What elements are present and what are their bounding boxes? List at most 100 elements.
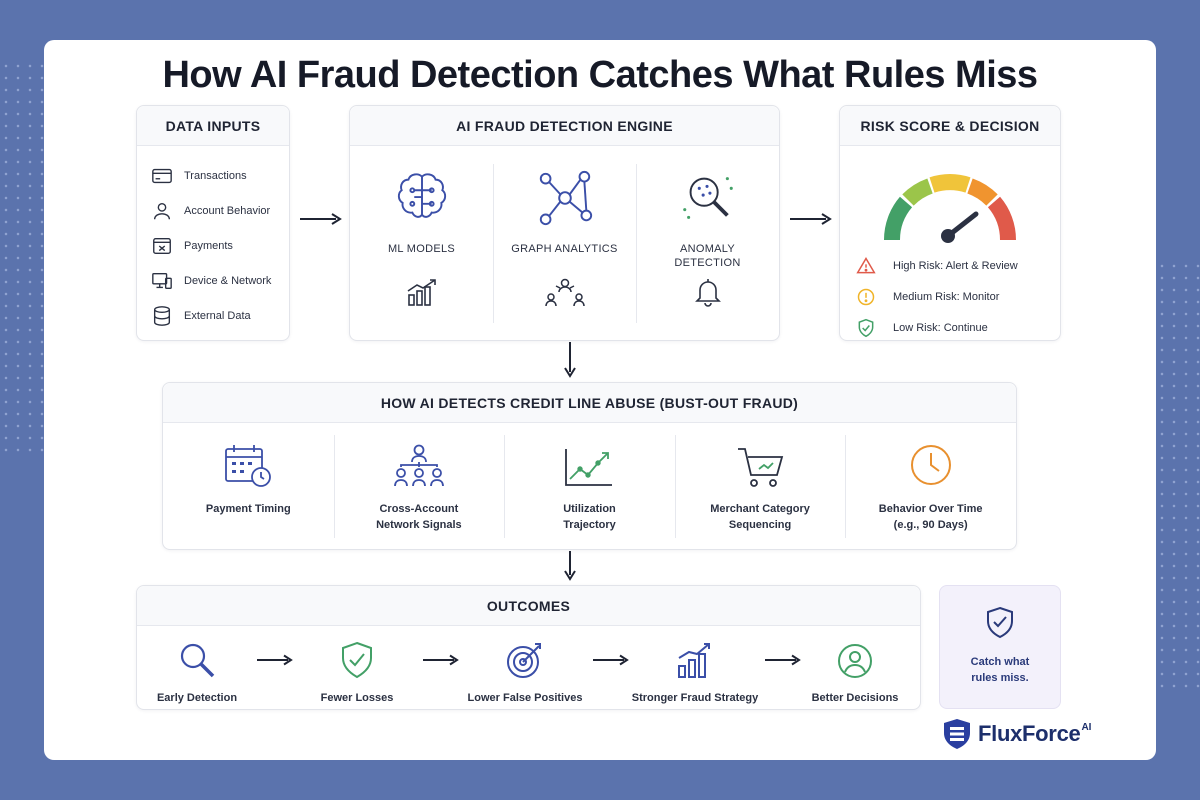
risk-gauge-icon xyxy=(883,174,1017,243)
outcome-lower-false-positives: Lower False Positives xyxy=(450,632,600,704)
signal-label: Behavior Over Time xyxy=(878,503,983,515)
user-circle-icon xyxy=(838,644,872,678)
input-label: External Data xyxy=(184,309,251,322)
data-inputs-panel: DATA INPUTS Transactions Account Behavio… xyxy=(136,105,290,341)
growth-chart-icon xyxy=(678,643,710,678)
risk-label: High Risk: Alert & Review xyxy=(893,259,1018,272)
input-item-transactions: Transactions xyxy=(151,158,289,193)
outcomes-panel: OUTCOMES Early Detection Fewer Losses Lo… xyxy=(136,585,921,710)
people-network-icon xyxy=(544,278,585,307)
signal-label: Cross-Account xyxy=(379,503,459,515)
shield-check-icon xyxy=(342,641,372,679)
dot-pattern-left xyxy=(0,60,44,460)
calendar-clock-icon xyxy=(225,445,272,487)
input-item-payments: Payments xyxy=(151,228,289,263)
outcome-label: Stronger Fraud Strategy xyxy=(631,692,759,704)
ai-engine-heading: AI FRAUD DETECTION ENGINE xyxy=(350,106,779,146)
signal-behavior-over-time: Behavior Over Time (e.g., 90 Days) xyxy=(845,423,1016,550)
device-icon xyxy=(152,272,172,289)
bar-chart-icon xyxy=(407,279,436,306)
arrow-right-icon xyxy=(790,213,832,225)
outcome-label: Lower False Positives xyxy=(467,692,583,704)
engine-label: ML MODELS xyxy=(387,243,456,255)
page-title: How AI Fraud Detection Catches What Rule… xyxy=(162,54,1038,96)
risk-item-low: Low Risk: Continue xyxy=(856,312,1060,343)
search-icon xyxy=(180,643,215,678)
exclamation-icon xyxy=(857,288,875,305)
target-icon xyxy=(507,643,541,678)
arrow-right-icon xyxy=(765,654,801,666)
risk-item-medium: Medium Risk: Monitor xyxy=(856,281,1060,312)
dot-pattern-right xyxy=(1156,260,1200,690)
input-label: Device & Network xyxy=(184,274,272,287)
outcome-early-detection: Early Detection xyxy=(127,632,267,704)
outcome-label: Better Decisions xyxy=(811,692,899,704)
risk-label: Low Risk: Continue xyxy=(893,321,988,334)
signal-label: Utilization xyxy=(563,503,616,515)
arrow-right-icon xyxy=(593,654,629,666)
org-network-icon xyxy=(393,444,444,487)
payment-icon xyxy=(153,237,171,254)
credit-card-icon xyxy=(152,168,172,183)
database-icon xyxy=(153,305,171,326)
signal-label: Payment Timing xyxy=(205,503,291,515)
catch-line1: Catch what xyxy=(970,656,1030,668)
engine-col-graph-analytics: GRAPH ANALYTICS xyxy=(493,146,636,341)
shield-check-icon xyxy=(858,318,874,337)
fluxforce-shield-icon xyxy=(944,719,970,749)
engine-col-anomaly-detection: ANOMALY DETECTION xyxy=(636,146,779,341)
input-label: Transactions xyxy=(184,169,247,182)
risk-label: Medium Risk: Monitor xyxy=(893,290,1000,303)
outcome-better-decisions: Better Decisions xyxy=(785,632,925,704)
signal-label: Merchant Category xyxy=(710,503,810,515)
input-item-external-data: External Data xyxy=(151,298,289,333)
catch-line2: rules miss. xyxy=(971,672,1029,684)
outcome-label: Early Detection xyxy=(156,692,238,704)
risk-score-panel: RISK SCORE & DECISION High Risk: Alert &… xyxy=(839,105,1061,341)
user-icon xyxy=(153,202,171,219)
cart-icon xyxy=(738,448,784,487)
shield-check-icon xyxy=(987,606,1013,639)
arrow-right-icon xyxy=(300,213,342,225)
arrow-right-icon xyxy=(257,654,293,666)
network-graph-icon xyxy=(539,170,592,226)
outcome-stronger-fraud-strategy: Stronger Fraud Strategy xyxy=(620,632,770,704)
brain-icon xyxy=(397,173,446,218)
input-item-device-network: Device & Network xyxy=(151,263,289,298)
bell-icon xyxy=(694,279,721,307)
credit-line-heading: HOW AI DETECTS CREDIT LINE ABUSE (BUST-O… xyxy=(163,383,1016,423)
trend-chart-icon xyxy=(565,449,613,486)
engine-label: ANOMALY DETECTION xyxy=(674,243,741,269)
arrow-right-icon xyxy=(423,654,459,666)
outcomes-heading: OUTCOMES xyxy=(137,586,920,626)
signal-label-line2: Trajectory xyxy=(563,519,616,531)
arrow-down-icon xyxy=(564,342,576,378)
brand-suffix: AI xyxy=(1081,721,1092,733)
data-inputs-heading: DATA INPUTS xyxy=(137,106,289,146)
signal-label-line2: Sequencing xyxy=(728,519,792,531)
engine-label: GRAPH ANALYTICS xyxy=(511,243,618,255)
signal-label-line2: (e.g., 90 Days) xyxy=(893,519,968,531)
risk-score-heading: RISK SCORE & DECISION xyxy=(840,106,1060,146)
outcome-label: Fewer Losses xyxy=(320,692,394,704)
input-item-account-behavior: Account Behavior xyxy=(151,193,289,228)
catch-what-rules-miss-callout: Catch what rules miss. xyxy=(939,585,1061,709)
input-label: Payments xyxy=(184,239,233,252)
arrow-down-icon xyxy=(564,551,576,581)
brand-name: FluxForce xyxy=(978,721,1081,746)
risk-item-high: High Risk: Alert & Review xyxy=(856,250,1060,281)
ai-engine-panel: AI FRAUD DETECTION ENGINE ML MODELS xyxy=(349,105,780,341)
input-label: Account Behavior xyxy=(184,204,271,217)
clock-icon xyxy=(910,445,951,485)
credit-line-abuse-panel: HOW AI DETECTS CREDIT LINE ABUSE (BUST-O… xyxy=(162,382,1017,550)
magnifier-icon xyxy=(682,177,733,219)
signal-payment-timing: Payment Timing xyxy=(163,423,334,550)
outcome-fewer-losses: Fewer Losses xyxy=(287,632,427,704)
engine-col-ml-models: ML MODELS xyxy=(350,146,493,341)
infographic-card: How AI Fraud Detection Catches What Rule… xyxy=(44,40,1156,760)
warning-icon xyxy=(856,256,876,273)
